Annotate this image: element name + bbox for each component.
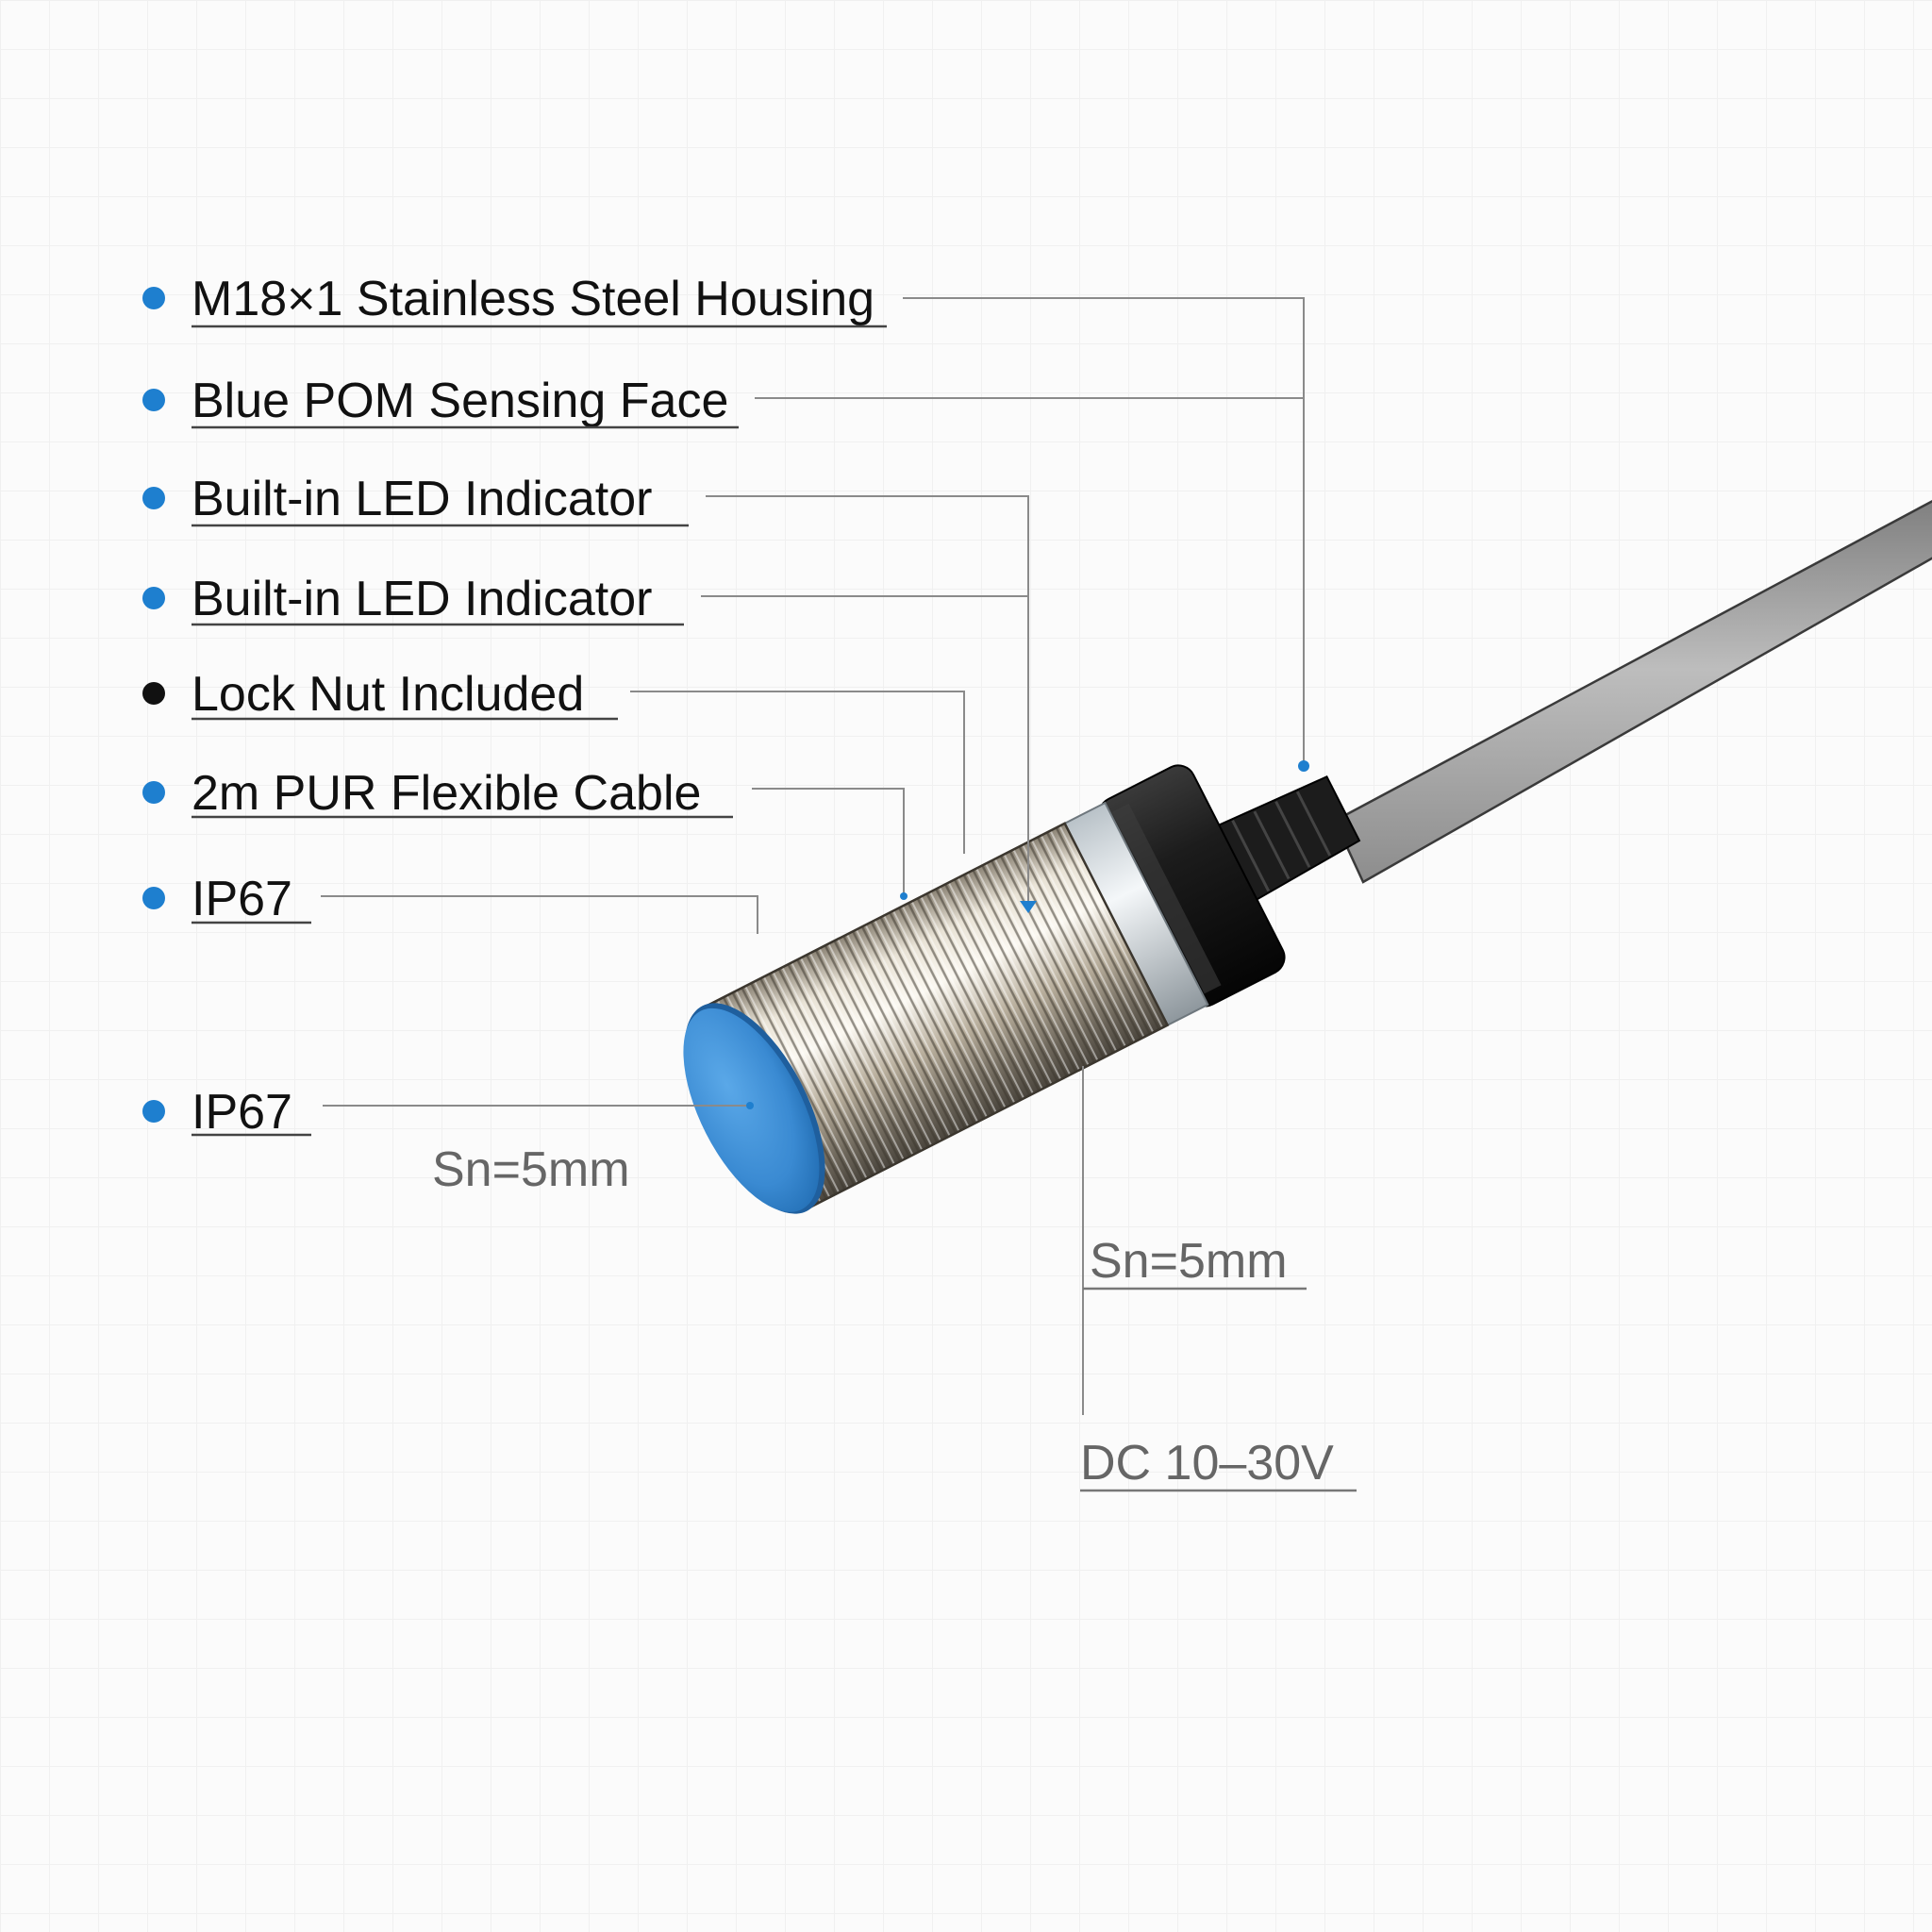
voltage-label: DC 10–30V [1080,1436,1334,1491]
spec-item: Sn=5mm [1083,1234,1307,1291]
feature-bullet [142,682,165,705]
feature-item: M18×1 Stainless Steel Housing [142,272,887,328]
feature-label: Built-in LED Indicator [192,472,652,526]
cable [1333,500,1932,884]
sensor-body [683,764,1361,1214]
feature-item: 2m PUR Flexible Cable [142,766,733,821]
feature-bullet [142,887,165,909]
feature-item: Built-in LED Indicator [142,572,684,626]
feature-bullet [142,389,165,411]
feature-bullet [142,487,165,509]
feature-item: IP67 [142,1085,311,1140]
feature-item: Blue POM Sensing Face [142,374,739,429]
sensing-face [683,1003,825,1214]
feature-label: IP67 [192,872,292,926]
feature-bullet [142,287,165,309]
leader-lines [321,297,1305,1415]
feature-label: Blue POM Sensing Face [192,374,728,428]
feature-item: IP67 [142,872,311,926]
feature-item: Lock Nut Included [142,667,618,722]
feature-bullet [142,587,165,609]
sensing-distance-label: Sn=5mm [1090,1234,1288,1289]
feature-bullet [142,781,165,804]
feature-label: Lock Nut Included [192,667,584,722]
feature-label: M18×1 Stainless Steel Housing [192,272,874,326]
feature-label: IP67 [192,1085,292,1140]
sensing-distance-label: Sn=5mm [432,1142,630,1197]
leader-markers [746,760,1309,1109]
feature-item: Built-in LED Indicator [142,472,689,527]
spec-labels: Sn=5mm Sn=5mm DC 10–30V [432,1142,1357,1492]
spec-item: DC 10–30V [1080,1436,1357,1492]
feature-label: Built-in LED Indicator [192,572,652,626]
feature-label: 2m PUR Flexible Cable [192,766,701,821]
feature-bullet [142,1100,165,1123]
feature-list: M18×1 Stainless Steel Housing Blue POM S… [142,272,887,1140]
